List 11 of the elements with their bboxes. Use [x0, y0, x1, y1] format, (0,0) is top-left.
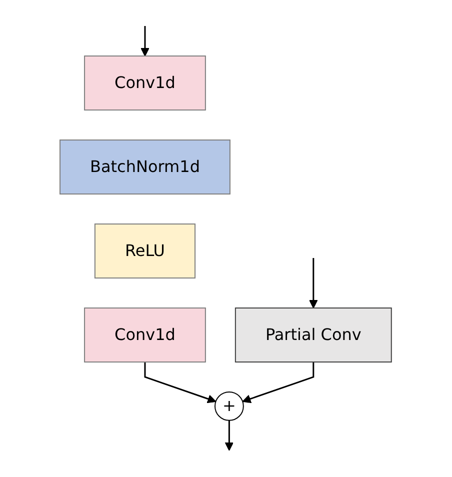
arrow — [242, 362, 314, 404]
node-box: Conv1d — [84, 308, 206, 363]
node-box: BatchNorm1d — [60, 140, 231, 195]
arrow — [144, 362, 216, 404]
arrow — [140, 26, 150, 57]
arrow — [225, 420, 234, 452]
arrow — [309, 258, 318, 309]
node-box: Conv1d — [84, 56, 206, 111]
node-box: Partial Conv — [235, 308, 392, 363]
node-circle: + — [214, 392, 244, 422]
node-box: ReLU — [94, 224, 196, 279]
